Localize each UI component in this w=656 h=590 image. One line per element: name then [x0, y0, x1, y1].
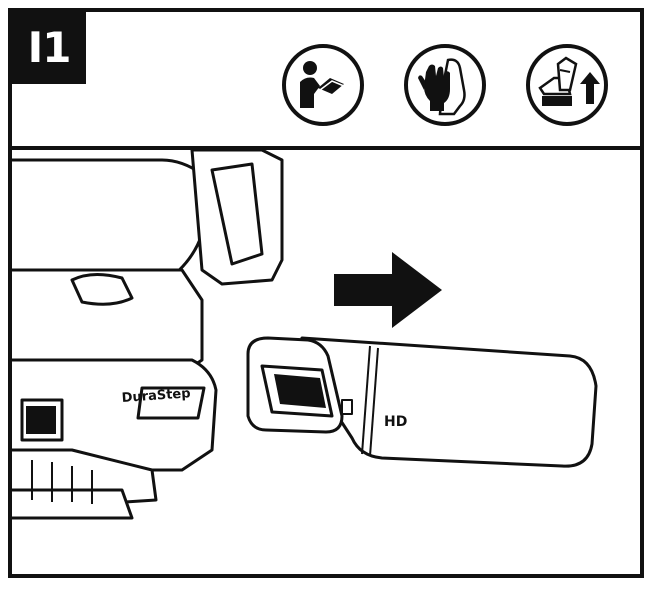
instruction-panel: I1	[8, 8, 644, 578]
battery-pack	[246, 336, 598, 468]
battery-label: HD	[384, 414, 407, 430]
panel-header: I1	[12, 12, 640, 150]
gloves-icon	[404, 44, 486, 126]
read-manual-icon	[282, 44, 364, 126]
step-label: I1	[12, 12, 86, 84]
battery-removal-illustration: DuraStep HD	[12, 150, 598, 520]
remove-battery-icon	[526, 44, 608, 126]
tool-brand-label: DuraStep	[121, 386, 191, 406]
direction-arrow	[334, 252, 442, 328]
